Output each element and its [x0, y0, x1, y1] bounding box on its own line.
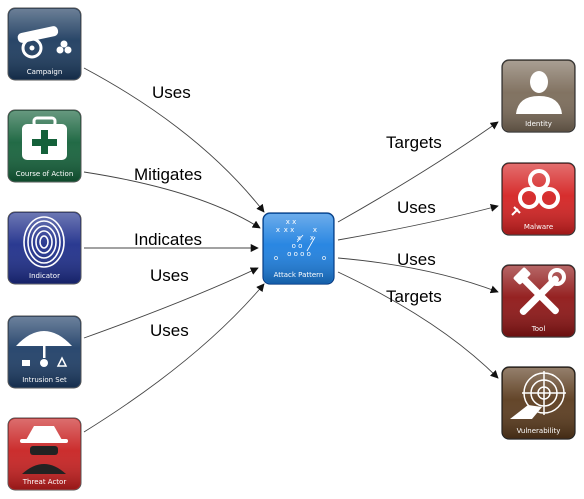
edge-label: Indicates: [134, 230, 202, 249]
edge-uses-malware: Uses: [337, 198, 499, 241]
node-label: Threat Actor: [22, 478, 67, 486]
node-vulnerability[interactable]: Vulnerability: [501, 366, 576, 440]
svg-text:x x: x x: [284, 226, 295, 234]
umbrella-icon: [16, 331, 72, 367]
edge-campaign-uses: Uses: [83, 67, 265, 213]
node-label: Attack Pattern: [274, 271, 324, 279]
svg-text:x x: x x: [286, 218, 297, 226]
edge-indicator-indicates: Indicates: [84, 230, 259, 253]
node-label: Malware: [524, 223, 553, 231]
edge-targets-vulnerability: Targets: [337, 271, 499, 379]
first-aid-kit-icon: [22, 116, 67, 160]
spy-icon: [20, 426, 68, 474]
node-identity[interactable]: Identity: [501, 59, 576, 133]
node-label: Vulnerability: [517, 427, 561, 435]
fingerprint-icon: [23, 216, 65, 268]
edge-label: Targets: [386, 287, 442, 306]
node-threat-actor[interactable]: Threat Actor: [7, 417, 82, 491]
svg-text:o o: o o: [292, 242, 303, 250]
edge-label: Targets: [386, 133, 442, 152]
node-label: Indicator: [29, 272, 60, 280]
edge-label: Uses: [150, 321, 189, 340]
node-intrusion-set[interactable]: Intrusion Set: [7, 315, 82, 389]
node-tool[interactable]: Tool: [501, 264, 576, 338]
svg-text:x: x: [276, 226, 280, 234]
edge-targets-identity: Targets: [337, 121, 499, 223]
wrench-hammer-icon: [513, 267, 566, 315]
edges: Uses Mitigates Indicates Uses Uses Targe…: [83, 67, 499, 433]
node-label: Intrusion Set: [22, 376, 67, 384]
node-label: Identity: [525, 120, 552, 128]
edge-label: Mitigates: [134, 165, 202, 184]
svg-text:o o o o: o o o o: [287, 250, 311, 258]
svg-text:o: o: [274, 254, 278, 262]
svg-text:o: o: [322, 254, 326, 262]
edge-threat-actor-uses: Uses: [83, 283, 265, 433]
svg-text:x: x: [310, 234, 314, 242]
edge-label: Uses: [397, 198, 436, 217]
edge-intrusion-set-uses: Uses: [83, 266, 259, 339]
node-malware[interactable]: Malware: [501, 162, 576, 236]
target-hand-icon: [510, 371, 566, 419]
edge-course-of-action-mitigates: Mitigates: [83, 165, 261, 229]
edge-label: Uses: [150, 266, 189, 285]
svg-text:x: x: [297, 234, 301, 242]
edge-label: Uses: [397, 250, 436, 269]
svg-text:x: x: [313, 226, 317, 234]
node-indicator[interactable]: Indicator: [7, 211, 82, 285]
edge-uses-tool: Uses: [337, 250, 499, 294]
node-label: Tool: [531, 325, 546, 333]
person-silhouette-icon: [516, 71, 562, 114]
node-label: Course of Action: [16, 170, 74, 178]
node-label: Campaign: [27, 68, 63, 76]
node-campaign[interactable]: Campaign: [7, 7, 82, 81]
edge-label: Uses: [152, 83, 191, 102]
node-course-of-action[interactable]: Course of Action: [7, 109, 82, 183]
cannon-icon: [17, 26, 72, 59]
biohazard-icon: [511, 169, 560, 216]
